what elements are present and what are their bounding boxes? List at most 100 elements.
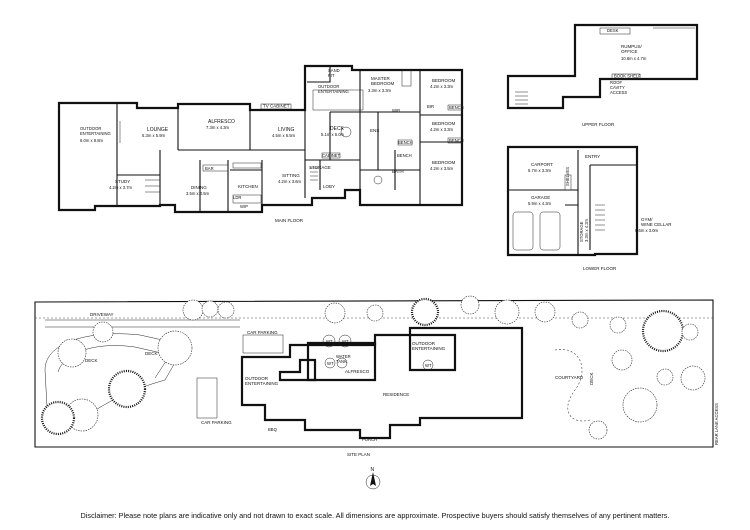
courtyard-path [554,349,591,422]
book-shelf-label: BOOK SHELF [614,74,641,79]
site-plan-title: SITE PLAN [347,452,370,457]
alfresco-name: ALFRESCO [208,119,235,125]
alfresco-size: 7.3m x 4.3m [206,125,230,130]
rumpus-size: 10.6m x 4.7m [621,56,647,61]
main-floor-title: MAIN FLOOR [275,218,304,223]
lower-floor-title: LOWER FLOOR [583,266,617,271]
lobby-label: LOBY [323,184,335,189]
garage-size: 5.9m x 4.3m [528,201,552,206]
wip-label: WIP [240,204,248,209]
ldr-label: LDR [233,195,241,200]
wt-3-label: WT [327,361,334,366]
entry-label: ENTRY [585,154,600,159]
main-floor-interior-walls [116,66,462,212]
north-arrow: N [365,467,381,490]
wir-label: WIR [392,108,400,113]
kitchen-label: KITCHEN [238,184,258,189]
dining-name: DINING [191,185,207,190]
bir-label: BIR [427,104,434,109]
north-label: N [371,467,375,473]
residence-label: RESIDENCE [383,392,409,397]
dining-size: 3.5m x 4.5m [186,191,210,196]
bedroom-1-size: 4.2m x 3.3m [430,84,454,89]
rear-lane-label: REAR LANE ACCESS [714,403,719,445]
driveway-label: DRIVEWAY [90,312,114,317]
alfresco-outline [306,341,377,382]
lower-floor-outline [506,145,639,257]
living-size: 4.5m x 6.5m [272,133,296,138]
bar-label: BAR [205,166,214,171]
study-size: 4.2m x 3.7m [109,185,133,190]
bedroom-3-name: BEDROOM [432,160,456,165]
disclaimer-text: Disclaimer: Please note plans are indica… [80,511,670,520]
deck-rect [312,89,364,111]
residence-outline [240,326,524,440]
bedroom-1-name: BEDROOM [432,78,456,83]
car-parking-2-label: CAR PARKING [201,420,232,425]
cellar-size: 6.6m x 3.0m [635,228,659,233]
deck-size: 5.1m x 6.0m [321,132,345,137]
carport-name: CARPORT [531,162,553,167]
ens-label: ENS [370,128,379,133]
water-tank-4 [336,357,348,369]
deck-name: DECK [330,126,345,132]
garage-name: GARAGE [531,195,550,200]
north-arrow-icon [370,472,376,486]
wt-4-label: WT [425,363,432,368]
site-plan: DRIVEWAY DECK DECK CAR PARKING CAR PARKI… [34,295,719,457]
master-bedroom-size: 3.3m x 3.3m [368,88,392,93]
car-parking-top [242,334,284,354]
porch-label: PORCH [362,437,377,442]
study-name: STUDY [115,179,130,184]
bench-1-label: BENCH [449,105,464,110]
living-name: LIVING [278,127,295,133]
car-parking-left [196,377,218,419]
lounge-name: LOUNGE [147,127,169,133]
water-tank-5 [422,359,434,371]
bedroom-2-size: 4.2m x 3.3m [430,127,454,132]
site-deck-3-label: DECK [589,372,594,385]
shelves-label: SHELVES [565,167,570,186]
lounge-size: 5.3m x 5.9m [142,133,166,138]
bench-3-label: BENCH [398,140,413,145]
site-deck-2-label: DECK [145,351,158,356]
site-alfresco-label: ALFRESCO [345,369,370,374]
cellar-name: GYM/WINE CELLAR [641,217,672,227]
upper-floor-outline [506,23,699,110]
water-tank-1 [322,334,336,348]
wt-1-label: WT [326,339,333,344]
site-boundary [34,299,714,448]
storage-size: 3.3m x 4.2m [584,218,589,242]
upper-floor-title: UPPER FLOOR [582,122,615,127]
residence-inner [278,358,317,382]
outdoor-entertaining-size: 6.0m x 9.8m [80,138,104,143]
bbq-label: BBQ [268,427,278,432]
bedroom-3-size: 4.2m x 3.5m [430,166,454,171]
sitting-size: 4.2m x 3.6m [278,179,302,184]
garage-car-2 [539,211,561,251]
car-parking-1-label: CAR PARKING [247,330,278,335]
tv-cabinet-label: TV CABINET [263,104,290,109]
main-floor-outline [57,64,464,214]
storage-name: STORAGE [579,221,584,242]
bench-2-label: BENCH [449,138,464,143]
desk-label: DESK [607,28,619,33]
rumpus-name: RUMPUS/OFFICE [621,44,643,54]
cabinet-label: CABINET [322,153,341,158]
site-deck-1-label: DECK [85,358,98,363]
lower-floor-plan: CARPORT 5.7m x 3.3m ENTRY GARAGE 5.9m x … [506,145,672,271]
bedroom-2-name: BEDROOM [432,121,456,126]
water-tank-3 [324,357,336,369]
water-tank-2 [338,334,352,348]
carport-size: 5.7m x 3.3m [528,168,552,173]
